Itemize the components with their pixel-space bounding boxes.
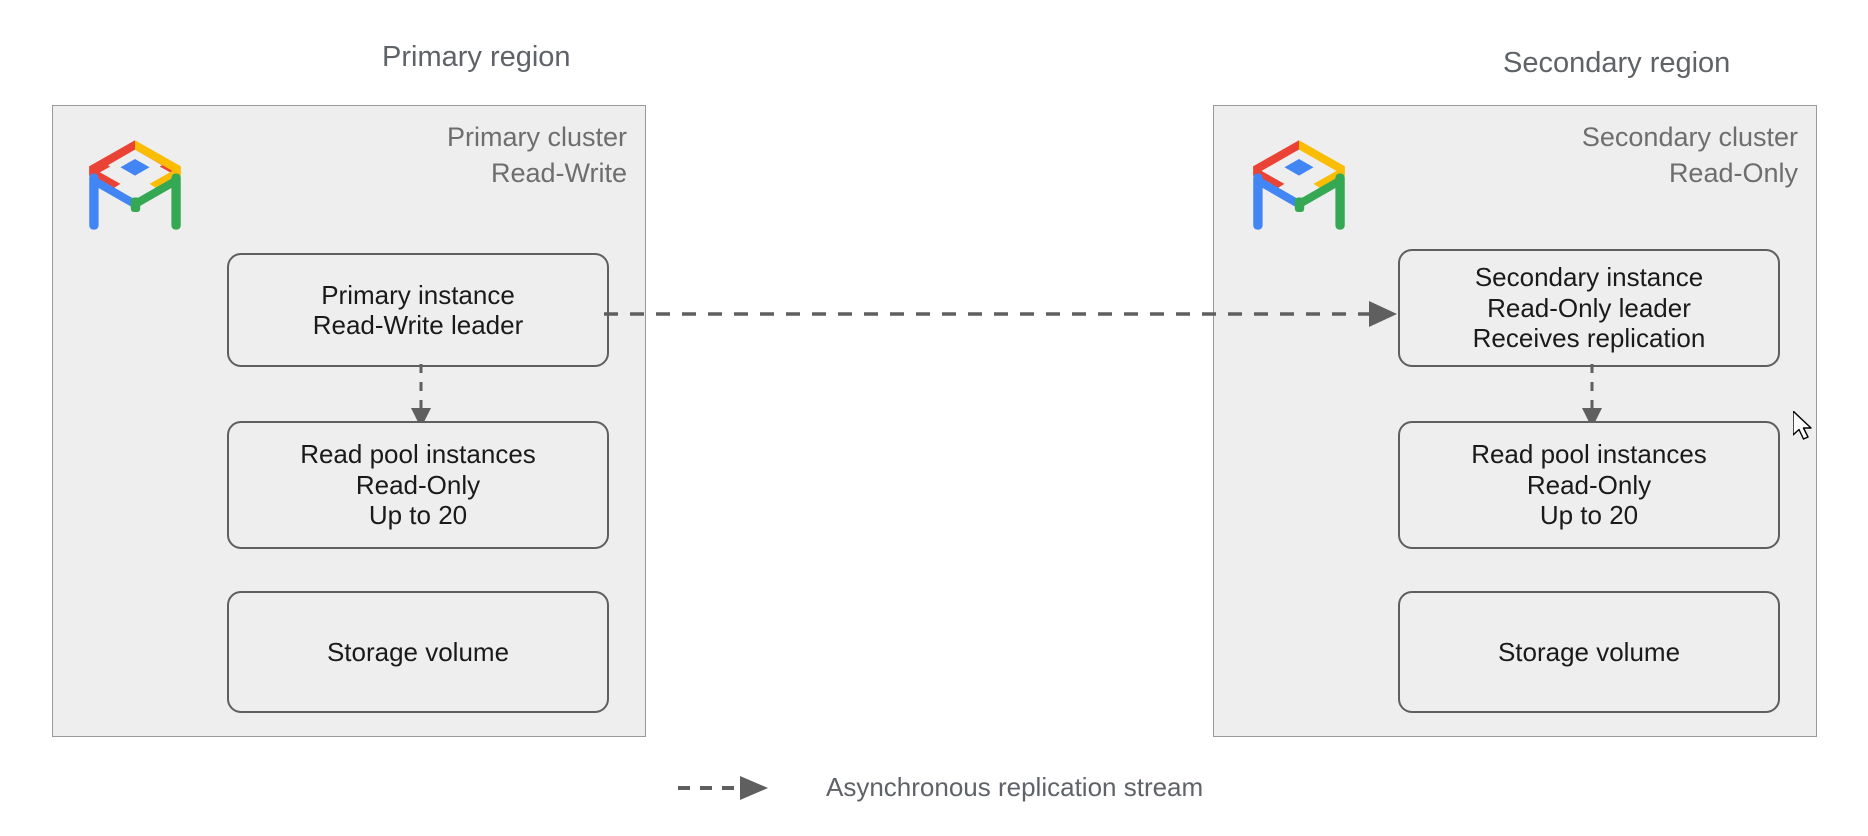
node-line: Read pool instances [300,439,536,470]
primary-to-read-pool-arrow [411,364,431,428]
secondary-cluster-title: Secondary cluster Read-Only [1582,120,1798,191]
dashed-arrow-icon [678,775,768,800]
node-line: Read-Only leader [1487,292,1691,323]
node-secondary-instance[interactable]: Secondary instance Read-Only leader Rece… [1398,249,1780,367]
node-line: Read-Only [1526,469,1652,500]
secondary-to-read-pool-arrow [1582,364,1602,428]
node-storage-volume[interactable]: Storage volume [227,591,609,713]
secondary-cluster-title-line2: Read-Only [1668,157,1798,188]
node-read-pool-instances[interactable]: Read pool instances Read-Only Up to 20 [1398,421,1780,549]
primary-cluster-title-line2: Read-Write [490,157,627,188]
node-line: Storage volume [1497,636,1681,667]
node-line: Read-Only [355,469,481,500]
node-line: Read-Write leader [312,310,524,340]
primary-region-label: Primary region [382,41,571,73]
node-primary-instance[interactable]: Primary instance Read-Write leader [227,253,609,367]
asynchronous-replication-arrow [604,301,1397,327]
secondary-region-label: Secondary region [1503,47,1731,79]
node-line: Read pool instances [1471,439,1707,470]
legend-label: Asynchronous replication stream [826,772,1204,802]
node-line: Primary instance [321,279,515,310]
primary-cluster-title: Primary cluster Read-Write [447,120,627,191]
primary-cluster-container: Primary cluster Read-Write [52,105,646,737]
node-line: Receives replication [1472,323,1706,354]
node-line: Storage volume [326,636,510,667]
alloydb-logo-icon [1247,134,1351,238]
node-storage-volume[interactable]: Storage volume [1398,591,1780,713]
primary-cluster-title-line1: Primary cluster [446,122,627,152]
node-line: Up to 20 [368,500,468,531]
secondary-cluster-container: Secondary cluster Read-Only [1213,105,1817,737]
node-read-pool-instances[interactable]: Read pool instances Read-Only Up to 20 [227,421,609,549]
node-line: Up to 20 [1539,500,1639,531]
secondary-cluster-title-line1: Secondary cluster [1581,122,1798,152]
node-line: Secondary instance [1474,262,1704,293]
alloydb-logo-icon [83,134,187,238]
legend: Asynchronous replication stream [678,772,1203,803]
